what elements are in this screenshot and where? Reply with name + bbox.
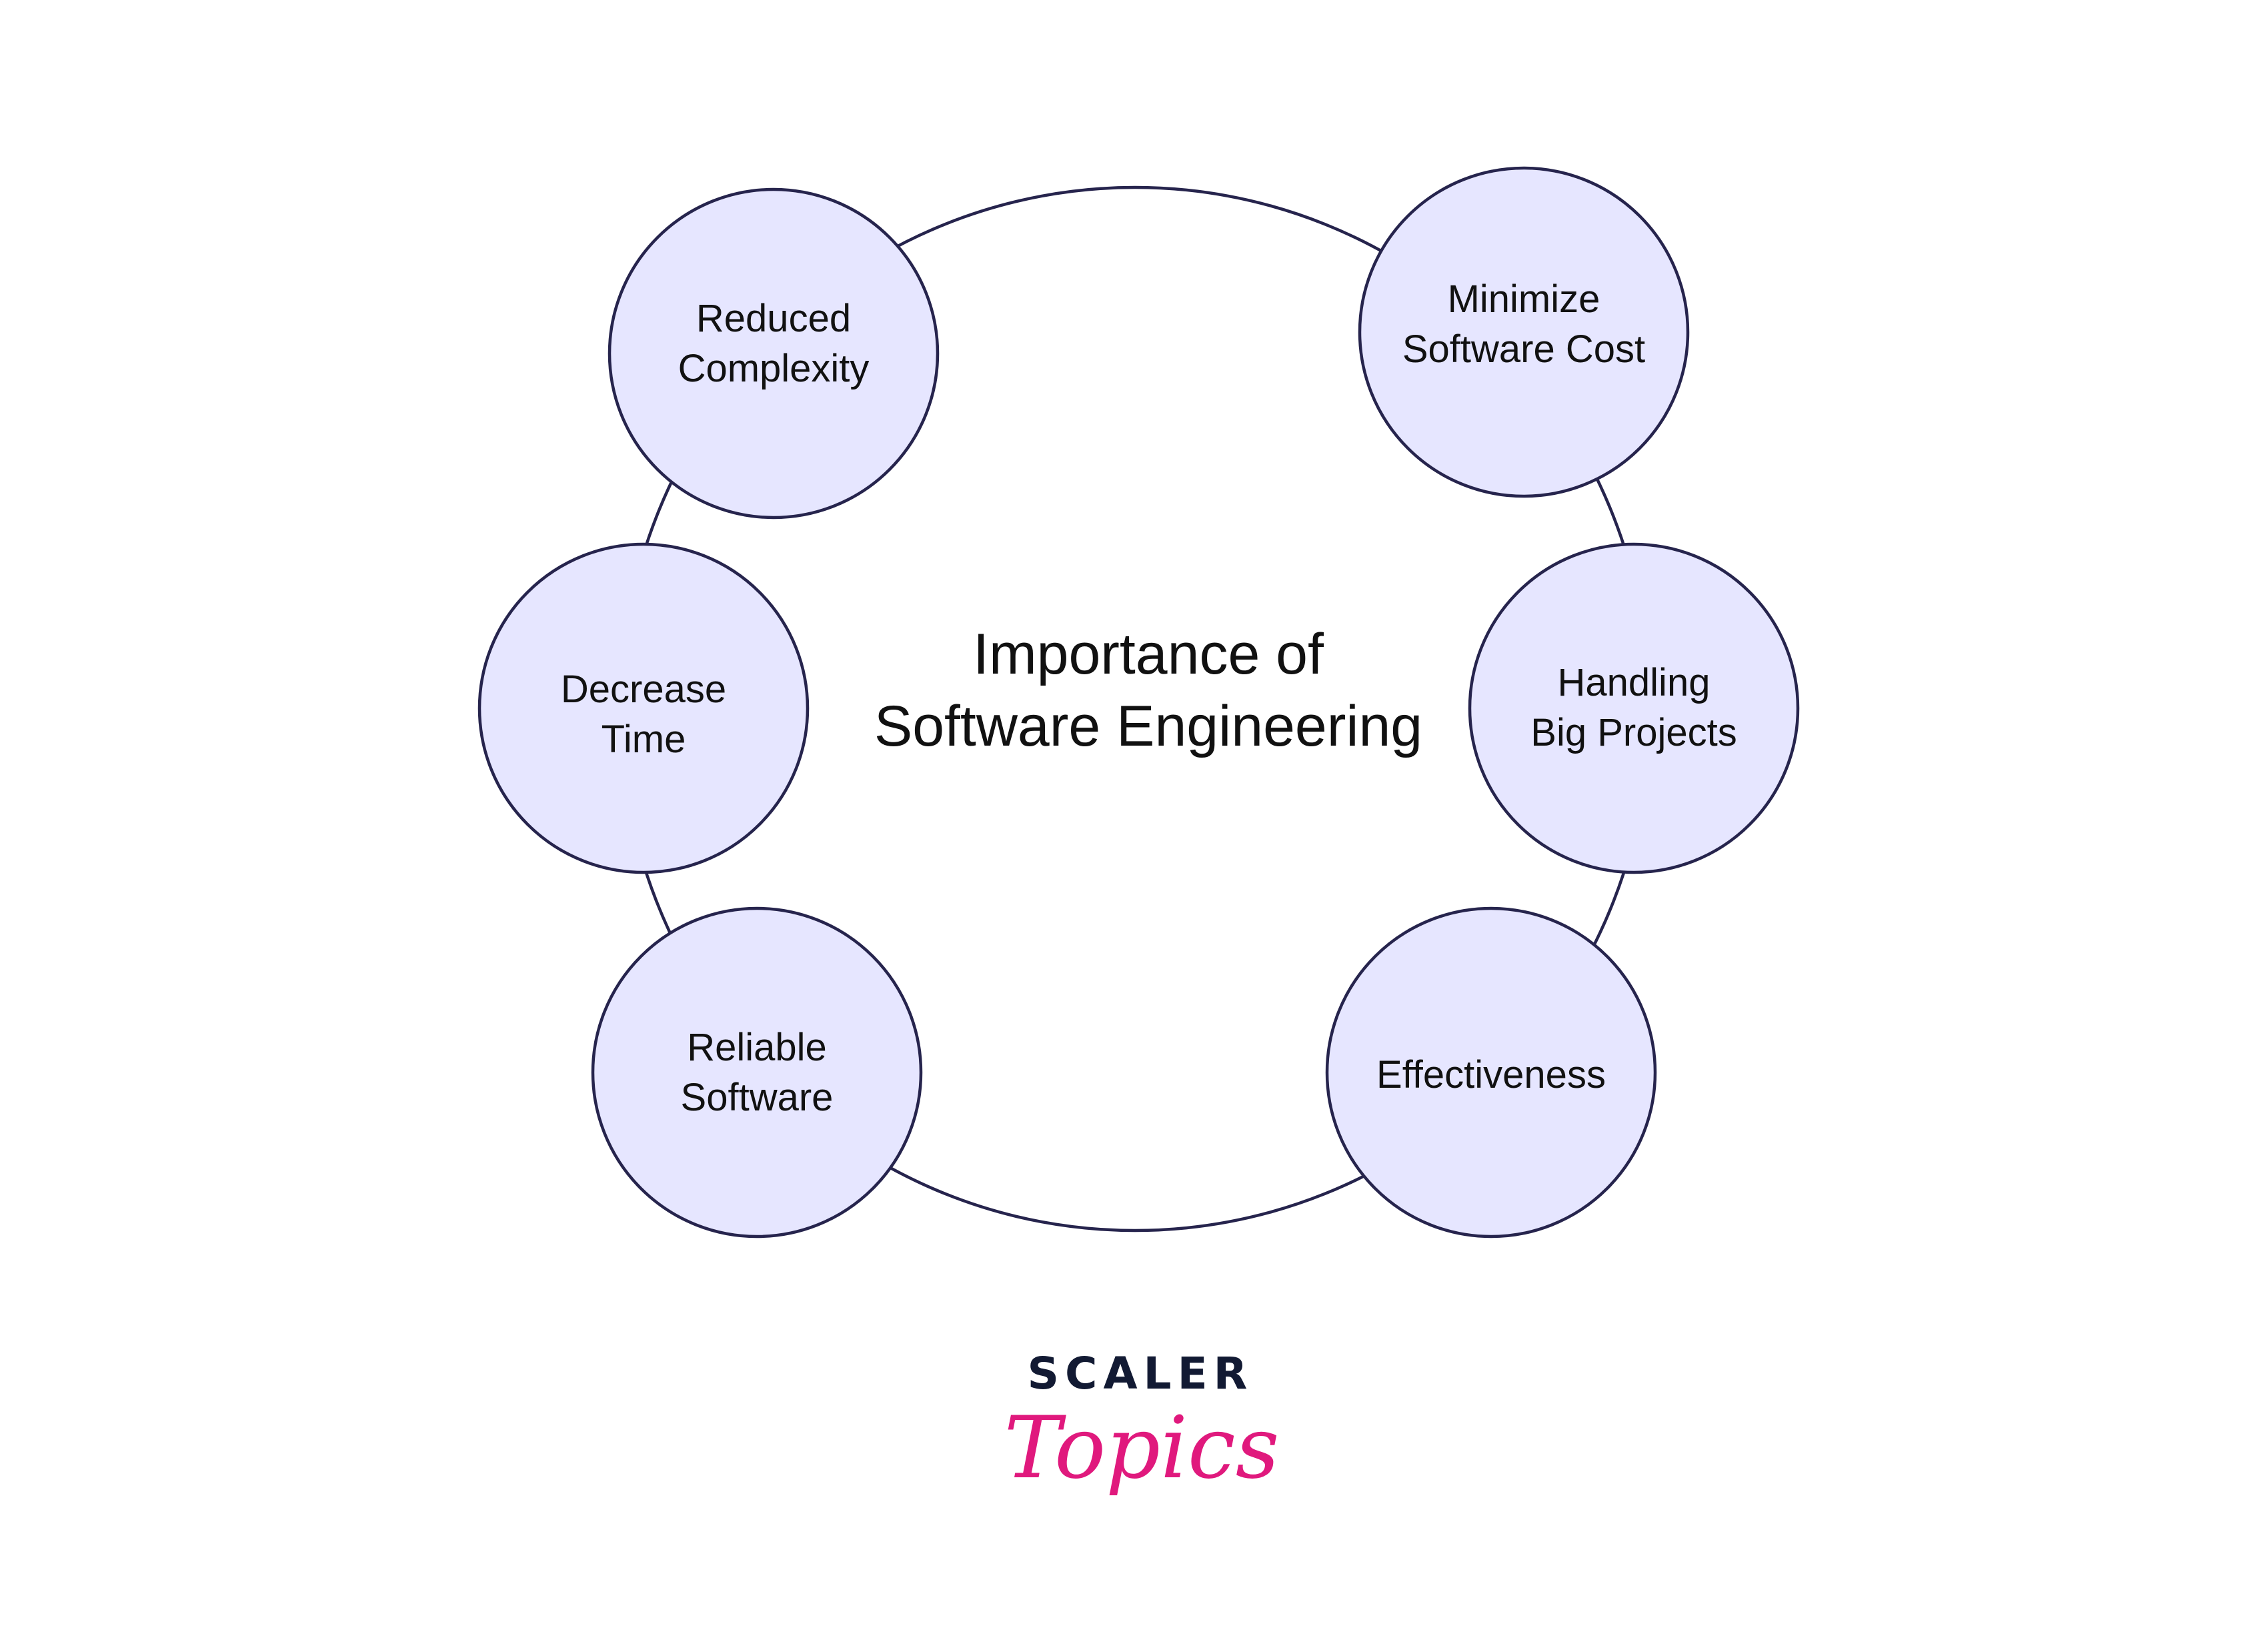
node-label-line2: Big Projects — [1530, 711, 1737, 754]
node-reliable-software: Reliable Software — [591, 906, 923, 1239]
scaler-topics-logo: SCALER Topics — [1004, 1348, 1280, 1498]
node-circle — [1325, 906, 1657, 1239]
node-effectiveness: Effectiveness — [1325, 906, 1657, 1239]
center-title-line2: Software Engineering — [874, 694, 1422, 758]
node-circle — [1358, 166, 1690, 498]
center-title: Importance of Software Engineering — [874, 622, 1422, 758]
node-label-line2: Time — [602, 718, 686, 761]
node-minimize-software-cost: Minimize Software Cost — [1358, 166, 1690, 498]
node-reduced-complexity: Reduced Complexity — [608, 187, 940, 520]
node-handling-big-projects: Handling Big Projects — [1468, 542, 1800, 874]
logo-scaler-text: SCALER — [1027, 1348, 1253, 1399]
node-label-line1: Effectiveness — [1376, 1053, 1606, 1096]
node-label-line1: Handling — [1558, 661, 1711, 704]
node-circle — [477, 542, 810, 874]
center-title-line1: Importance of — [973, 622, 1324, 686]
node-label-line2: Software — [681, 1076, 834, 1119]
node-label-line2: Complexity — [678, 347, 870, 390]
node-decrease-time: Decrease Time — [477, 542, 810, 874]
node-label-line1: Minimize — [1448, 277, 1600, 321]
node-circle — [1468, 542, 1800, 874]
node-circle — [591, 906, 923, 1239]
node-label-line1: Reduced — [696, 297, 851, 340]
node-label-line2: Software Cost — [1402, 327, 1645, 371]
node-circle — [608, 187, 940, 520]
node-label-line1: Reliable — [687, 1026, 827, 1069]
logo-topics-text: Topics — [1004, 1399, 1280, 1498]
node-label-line1: Decrease — [561, 668, 726, 711]
